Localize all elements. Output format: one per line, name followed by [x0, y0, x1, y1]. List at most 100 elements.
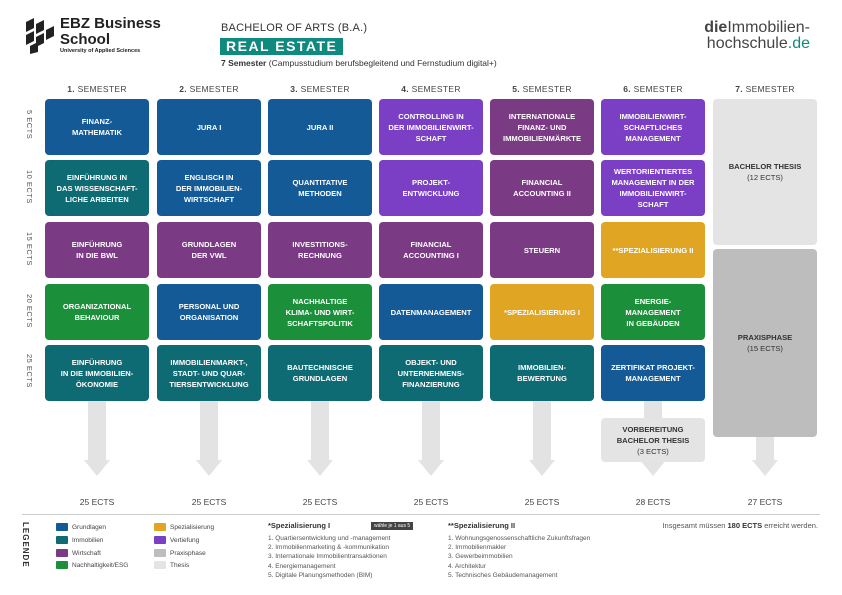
semester-header-5: 5. SEMESTER [512, 84, 572, 94]
legend-swatch [56, 523, 68, 531]
module-finanzierung: OBJEKT- UND UNTERNEHMENS- FINANZIERUNG [379, 345, 483, 401]
arrow-shaft-3 [311, 400, 329, 460]
bachelor-thesis-ects: (12 ECTS) [747, 173, 783, 182]
module-energiemanagement: ENERGIE- MANAGEMENT IN GEBÄUDEN [601, 284, 705, 340]
ects-label-15: 15 ECTS [25, 232, 34, 266]
semester-header-6: 6. SEMESTER [623, 84, 683, 94]
legend-item-vertiefung: Vertiefung [154, 535, 199, 545]
brand-subtitle: University of Applied Sciences [60, 48, 141, 54]
total-note-value: 180 ECTS [727, 521, 763, 530]
module-jura-2: JURA II [268, 99, 372, 155]
praxisphase-title: PRAXISPHASE [737, 333, 793, 342]
legend-swatch [56, 536, 68, 544]
site-logo-part4: .de [787, 35, 810, 52]
legend-label: Thesis [170, 561, 190, 569]
module-organizational-behaviour: ORGANIZATIONAL BEHAVIOUR [45, 284, 149, 340]
spec2-item: 1. Wohnungsgenossenschaftliche Zukunftsf… [448, 535, 591, 542]
spec1-item: 5. Digitale Planungsmethoden (BIM) [268, 572, 373, 579]
module-wissenschaftliches-arbeiten: EINFÜHRUNG IN DAS WISSENSCHAFT- LICHE AR… [45, 160, 149, 216]
spec1-item: 1. Quartiersentwicklung und -management [268, 535, 391, 542]
semester-details: (Campusstudium berufsbegleitend und Fern… [268, 58, 497, 68]
bachelor-thesis-title: BACHELOR THESIS [728, 162, 802, 171]
legend-item-spezialisierung: Spezialisierung [154, 522, 214, 532]
semester-header-1: 1. SEMESTER [67, 84, 127, 94]
semester-header-2: 2. SEMESTER [179, 84, 239, 94]
legend-item-nachhaltigkeit: Nachhaltigkeit/ESG [56, 560, 128, 570]
spec1-note: wähle je 1 aus 5 [371, 522, 414, 530]
legend-label: Wirtschaft [72, 549, 101, 557]
arrow-head-6 [640, 460, 666, 476]
total-ects-7: 27 ECTS [747, 497, 783, 507]
module-bautechnik: BAUTECHNISCHE GRUNDLAGEN [268, 345, 372, 401]
module-immobilienbewertung: IMMOBILIEN- BEWERTUNG [490, 345, 594, 401]
legend-item-immobilien: Immobilien [56, 535, 103, 545]
arrow-head-5 [529, 460, 555, 476]
arrow-head-3 [307, 460, 333, 476]
total-ects-4: 25 ECTS [413, 497, 449, 507]
legend-swatch [154, 549, 166, 557]
module-steuern: STEUERN [490, 222, 594, 278]
total-ects-5: 25 ECTS [524, 497, 560, 507]
spec1-item: 3. Internationale Immobilientransaktione… [268, 553, 387, 560]
module-finanzmathematik: FINANZ- MATHEMATIK [45, 99, 149, 155]
spec2-item: 5. Technisches Gebäudemanagement [448, 572, 558, 579]
legend-label: Nachhaltigkeit/ESG [72, 561, 129, 569]
module-financial-accounting-2: FINANCIAL ACCOUNTING II [490, 160, 594, 216]
site-logo-part1: die [704, 19, 728, 36]
spec1-item: 4. Energiemanagement [268, 563, 336, 570]
legend-label: Spezialisierung [170, 523, 215, 531]
semester-count: 7 Semester [221, 58, 267, 68]
arrow-shaft-1 [88, 400, 106, 460]
module-financial-accounting-1: FINANCIAL ACCOUNTING I [379, 222, 483, 278]
module-spezialisierung-1: *SPEZIALISIERUNG I [490, 284, 594, 340]
module-vorbereitung-thesis: VORBEREITUNG BACHELOR THESIS (3 ECTS) [601, 418, 705, 462]
module-praxisphase: PRAXISPHASE (15 ECTS) [713, 249, 817, 437]
module-grundlagen-vwl: GRUNDLAGEN DER VWL [157, 222, 261, 278]
legend-swatch [154, 523, 166, 531]
arrow-shaft-2 [200, 400, 218, 460]
brand-name: EBZ Business School [60, 16, 200, 48]
module-datenmanagement: DATENMANAGEMENT [379, 284, 483, 340]
module-wertorientiertes-management: WERTORIENTIERTES MANAGEMENT IN DER IMMOB… [601, 160, 705, 216]
spec1-title: *Spezialisierung I [268, 521, 331, 530]
spec2-item: 3. Gewerbeimmobilien [448, 553, 513, 560]
ebz-logo-icon [24, 18, 56, 54]
total-note-pre: Insgesamt müssen [662, 521, 726, 530]
vorbereitung-thesis-ects: (3 ECTS) [637, 446, 669, 456]
arrow-shaft-5 [533, 400, 551, 460]
ects-label-20: 20 ECTS [25, 294, 34, 328]
arrow-head-4 [418, 460, 444, 476]
module-immobilienoekonomie: EINFÜHRUNG IN DIE IMMOBILIEN- ÖKONOMIE [45, 345, 149, 401]
degree-title: BACHELOR OF ARTS (B.A.) [221, 22, 368, 34]
module-zertifikat-projektmanagement: ZERTIFIKAT PROJEKT- MANAGEMENT [601, 345, 705, 401]
site-logo-part3: hochschule [706, 35, 788, 52]
arrow-shaft-4 [422, 400, 440, 460]
legend-label: Praxisphase [170, 549, 206, 557]
spec1-item: 2. Immobilienmarketing & -kommunikation [268, 544, 390, 551]
brand-name-line2: School [60, 31, 111, 48]
total-ects-2: 25 ECTS [191, 497, 227, 507]
semester-header-3: 3. SEMESTER [290, 84, 350, 94]
module-projektentwicklung: PROJEKT- ENTWICKLUNG [379, 160, 483, 216]
legend-swatch [154, 536, 166, 544]
semester-info: 7 Semester (Campusstudium berufsbegleite… [221, 58, 497, 68]
legend-label: Immobilien [72, 536, 104, 544]
legend-label: Vertiefung [170, 536, 200, 544]
legend-swatch [154, 561, 166, 569]
legend-divider [22, 514, 820, 515]
legend-item-grundlagen: Grundlagen [56, 522, 106, 532]
arrow-head-1 [84, 460, 110, 476]
site-logo-part2: Immobilien- [727, 19, 810, 36]
legend-item-wirtschaft: Wirtschaft [56, 548, 101, 558]
total-ects-6: 28 ECTS [635, 497, 671, 507]
legend-swatch [56, 549, 68, 557]
module-investitionsrechnung: INVESTITIONS- RECHNUNG [268, 222, 372, 278]
module-spezialisierung-2: **SPEZIALISIERUNG II [601, 222, 705, 278]
legend-label: Grundlagen [72, 523, 106, 531]
total-ects-3: 25 ECTS [302, 497, 338, 507]
brand-name-line1: EBZ Business [60, 15, 161, 32]
module-personal-organisation: PERSONAL UND ORGANISATION [157, 284, 261, 340]
legend-item-thesis: Thesis [154, 560, 189, 570]
semester-header-4: 4. SEMESTER [401, 84, 461, 94]
module-immobilienmarkt: IMMOBILIENMARKT-, STADT- UND QUAR- TIERS… [157, 345, 261, 401]
